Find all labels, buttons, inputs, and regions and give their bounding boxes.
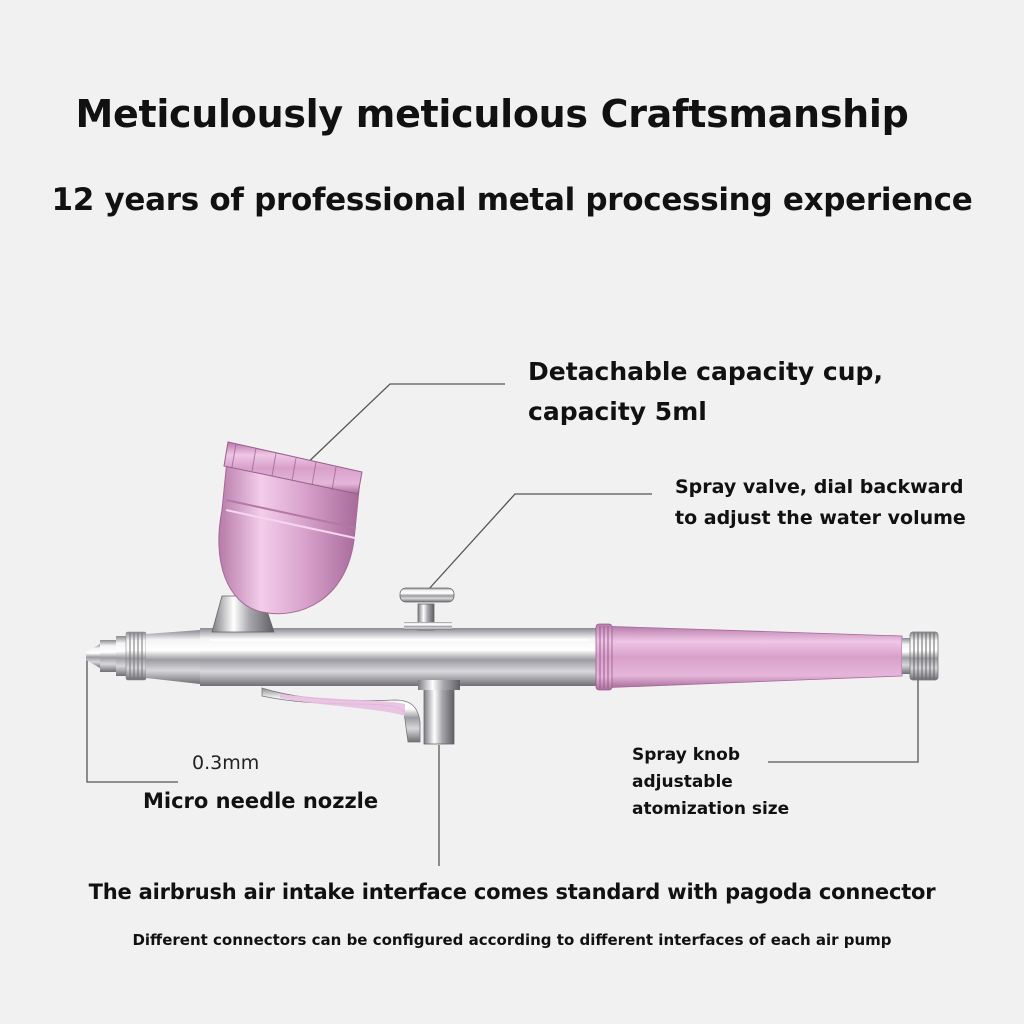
- knob-leader-line: [768, 678, 919, 763]
- cup-callout-line2: capacity 5ml: [528, 397, 707, 426]
- footer-line2: Different connectors can be configured a…: [132, 931, 892, 949]
- spray-valve: [399, 587, 455, 631]
- capacity-cup: [211, 441, 363, 633]
- knob-callout: Spray knob adjustable atomization size: [632, 742, 789, 823]
- leader-lines: [86, 383, 919, 866]
- knob-callout-line3: atomization size: [632, 799, 790, 819]
- knob-callout-line2: adjustable: [632, 772, 733, 792]
- footer-line1: The airbrush air intake interface comes …: [88, 880, 936, 904]
- nozzle-size-label: 0.3mm: [192, 752, 260, 774]
- nozzle-tip: [86, 631, 147, 681]
- front-body: [146, 630, 200, 684]
- main-body: [200, 628, 600, 686]
- spray-knob: [902, 631, 939, 681]
- subheadline: 12 years of professional metal processin…: [51, 182, 973, 218]
- valve-callout: Spray valve, dial backward to adjust the…: [675, 472, 966, 534]
- valve-callout-line1: Spray valve, dial backward: [675, 476, 964, 498]
- headline: Meticulously meticulous Craftsmanship: [75, 92, 909, 136]
- knob-callout-line1: Spray knob: [632, 745, 741, 765]
- cup-callout-line1: Detachable capacity cup,: [528, 357, 883, 386]
- pink-handle: [595, 623, 903, 691]
- cup-callout: Detachable capacity cup, capacity 5ml: [528, 352, 883, 432]
- nozzle-leader-line: [86, 656, 178, 783]
- cup-leader-line: [299, 383, 505, 471]
- valve-leader-line: [427, 493, 652, 591]
- air-intake: [423, 683, 455, 745]
- nozzle-callout: Micro needle nozzle: [143, 789, 379, 813]
- valve-callout-line2: to adjust the water volume: [675, 507, 966, 529]
